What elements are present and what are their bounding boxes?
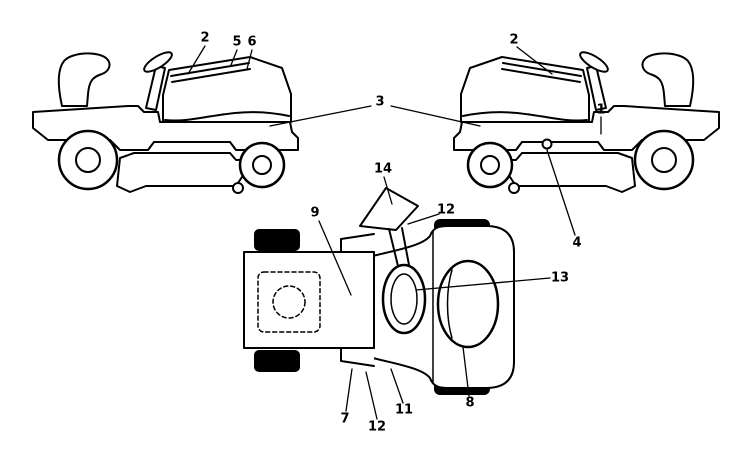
- hood-swoosh: [164, 111, 290, 122]
- leader-3-right: [390, 105, 481, 127]
- callout-11: 11: [394, 402, 414, 418]
- leader-5: [230, 49, 238, 66]
- callout-6: 6: [247, 34, 257, 50]
- hood-top: [243, 251, 375, 349]
- callout-13: 13: [550, 270, 570, 286]
- leader-13: [415, 277, 551, 291]
- hood-stripe-1: [170, 62, 250, 77]
- hood-stripe-2: [171, 68, 251, 83]
- seat-top: [436, 259, 500, 349]
- leader-2-right: [516, 46, 553, 75]
- callout-2-left-hood: 2: [200, 30, 210, 46]
- callout-12-dash-bottom: 12: [367, 419, 387, 435]
- leader-12-bottom: [365, 371, 378, 420]
- steering-column: [145, 65, 166, 111]
- leader-12-top: [407, 213, 440, 225]
- callout-3: 3: [375, 94, 385, 110]
- column-line-2: [401, 227, 410, 266]
- hood-decal-outline: [257, 271, 321, 333]
- deck-wash-port: [541, 138, 553, 150]
- front-left-wheel-top: [254, 229, 300, 251]
- leader-7: [345, 368, 353, 412]
- leader-9: [318, 220, 352, 296]
- leader-14: [383, 176, 393, 205]
- right-side-view: [452, 47, 721, 195]
- leader-8: [462, 346, 470, 397]
- callout-7: 7: [340, 411, 350, 427]
- leader-4: [546, 149, 576, 236]
- top-view: [243, 187, 515, 395]
- leader-2-left: [187, 45, 206, 75]
- seat-contour: [446, 269, 453, 339]
- callout-1: 1: [596, 102, 606, 118]
- mower-deck: [116, 152, 245, 193]
- column-line-1: [388, 228, 399, 267]
- footboard-right: [340, 347, 375, 367]
- leader-3-left: [269, 105, 372, 127]
- callout-9: 9: [310, 205, 320, 221]
- seat: [57, 52, 111, 107]
- front-right-wheel-top: [254, 350, 300, 372]
- callout-12-dash-top: 12: [436, 202, 456, 218]
- footboard-left: [340, 233, 375, 253]
- steering-wheel-side: [143, 51, 173, 73]
- hood: [162, 56, 292, 123]
- callout-14: 14: [373, 161, 393, 177]
- hood-decal-circle: [272, 285, 306, 319]
- callout-8: 8: [465, 395, 475, 411]
- leader-11: [390, 368, 404, 404]
- front-hub: [252, 155, 272, 175]
- leader-6: [246, 49, 253, 70]
- callout-2-right-hood: 2: [509, 32, 519, 48]
- steering-wheel-inner: [390, 273, 418, 325]
- console: [359, 187, 419, 231]
- callout-4: 4: [572, 235, 582, 251]
- rear-hub: [75, 147, 101, 173]
- leader-lines: [187, 45, 602, 420]
- steering-wheel-top: [381, 263, 427, 335]
- deck-wheel: [232, 182, 244, 194]
- callout-5: 5: [232, 34, 242, 50]
- left-side-view: [32, 51, 299, 194]
